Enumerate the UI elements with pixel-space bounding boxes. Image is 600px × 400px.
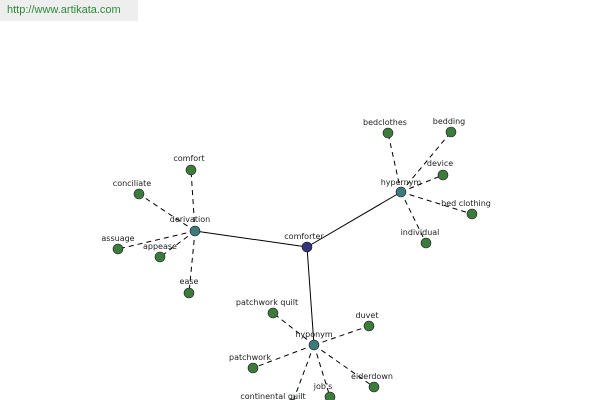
site-url-link[interactable]: http://www.artikata.com <box>0 0 138 21</box>
labels-layer: comforter derivation hypernym hyponym comfor… <box>101 117 490 400</box>
node-label-continental-quilt[interactable]: continental quilt <box>240 392 305 400</box>
node-label-bedclothes[interactable]: bedclothes <box>363 118 407 127</box>
node-duvet[interactable] <box>363 320 375 332</box>
node-device[interactable] <box>437 169 449 181</box>
edge-hypernym-bed-clothing <box>400 191 473 215</box>
node-label-hyponym[interactable]: hyponym <box>295 330 333 339</box>
edge-hypernym-bedclothes <box>387 132 402 193</box>
node-patchwork-quilt[interactable] <box>267 307 279 319</box>
edge-derivation-conciliate <box>138 193 196 232</box>
edge-derivation-comfort <box>190 169 196 232</box>
node-label-individual[interactable]: individual <box>401 228 440 237</box>
node-conciliate[interactable] <box>133 188 145 200</box>
edge-hyponym-jobs <box>313 344 331 398</box>
node-label-bedding[interactable]: bedding <box>433 117 466 126</box>
node-hyponym[interactable] <box>308 339 320 351</box>
node-appease[interactable] <box>154 251 166 263</box>
edge-hypernym-individual <box>400 191 427 244</box>
edge-comforter-hypernym <box>306 191 402 248</box>
edge-hyponym-duvet <box>313 325 370 346</box>
node-label-device[interactable]: device <box>427 159 453 168</box>
edge-hypernym-device <box>400 174 444 193</box>
node-individual[interactable] <box>420 237 432 249</box>
node-label-assuage[interactable]: assuage <box>101 234 134 243</box>
node-bedding[interactable] <box>445 126 457 138</box>
node-label-bed-clothing[interactable]: bed clothing <box>441 199 491 208</box>
node-label-patchwork-quilt[interactable]: patchwork quilt <box>236 298 298 307</box>
node-patchwork[interactable] <box>247 362 259 374</box>
node-label-jobs[interactable]: job's <box>313 382 333 391</box>
node-label-ease[interactable]: ease <box>180 277 199 286</box>
edge-derivation-ease <box>188 230 196 294</box>
node-label-conciliate[interactable]: conciliate <box>113 179 151 188</box>
node-eiderdown[interactable] <box>368 381 380 393</box>
node-bed-clothing[interactable] <box>466 208 478 220</box>
node-label-comfort[interactable]: comfort <box>173 154 204 163</box>
edge-comforter-derivation <box>194 230 308 248</box>
node-bedclothes[interactable] <box>382 127 394 139</box>
node-ease[interactable] <box>183 287 195 299</box>
edge-hyponym-patchwork-quilt <box>272 312 315 346</box>
node-label-comforter[interactable]: comforter <box>284 232 324 241</box>
node-label-duvet[interactable]: duvet <box>356 311 379 320</box>
node-label-appease[interactable]: appease <box>143 242 177 251</box>
node-label-patchwork[interactable]: patchwork <box>229 353 271 362</box>
edge-hyponym-eiderdown <box>313 344 375 388</box>
node-comforter[interactable] <box>301 241 313 253</box>
edge-comforter-hyponym <box>306 246 315 346</box>
edge-hyponym-continental-quilt <box>292 344 315 400</box>
node-assuage[interactable] <box>112 243 124 255</box>
nodes-layer <box>112 126 478 400</box>
edge-derivation-assuage <box>117 230 196 250</box>
edge-hyponym-patchwork <box>252 344 315 369</box>
node-derivation[interactable] <box>189 225 201 237</box>
edges-layer <box>117 131 473 400</box>
edge-hypernym-bedding <box>400 131 452 193</box>
node-label-eiderdown[interactable]: eiderdown <box>351 372 393 381</box>
node-label-hypernym[interactable]: hypernym <box>381 178 422 187</box>
node-label-derivation[interactable]: derivation <box>170 215 210 224</box>
node-jobs[interactable] <box>324 391 336 400</box>
edge-derivation-appease <box>159 230 196 258</box>
node-hypernym[interactable] <box>395 186 407 198</box>
node-comfort[interactable] <box>185 164 197 176</box>
